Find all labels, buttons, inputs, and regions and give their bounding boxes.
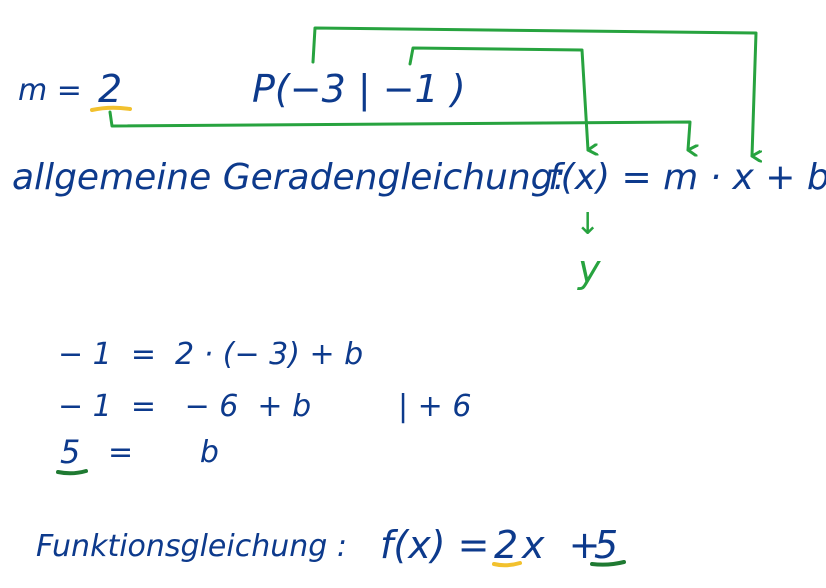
arrow-slope bbox=[108, 110, 690, 150]
function-intercept-underline bbox=[590, 560, 626, 567]
function-f-part: f(x) = bbox=[380, 523, 490, 567]
calc-result-value: 5 bbox=[60, 433, 81, 471]
calc-line-2: − 1 = − 6 + b bbox=[58, 389, 312, 424]
point-p: P(−3 | −1 ) bbox=[252, 67, 466, 111]
calc-result-underline bbox=[56, 469, 88, 476]
y-arrow: ↓ bbox=[575, 207, 601, 242]
y-label: y bbox=[578, 247, 601, 291]
calc-result-rest: = b bbox=[108, 435, 219, 470]
general-equation-formula: f(x) = m · x + b bbox=[548, 157, 826, 198]
function-intercept: 5 bbox=[594, 523, 619, 567]
function-slope-underline bbox=[492, 561, 522, 568]
arrow-x-coordinate bbox=[311, 26, 756, 156]
calc-operation: | + 6 bbox=[398, 389, 472, 424]
general-equation-label: allgemeine Geradengleichung: bbox=[12, 157, 566, 198]
slope-value: 2 bbox=[98, 67, 123, 111]
arrow-y-coordinate bbox=[408, 46, 588, 150]
function-x-plus: x + bbox=[522, 523, 601, 567]
function-equation-label: Funktionsgleichung : bbox=[36, 529, 347, 564]
function-slope: 2 bbox=[494, 523, 519, 567]
slope-label: m = bbox=[18, 73, 82, 108]
calc-line-1: − 1 = 2 · (− 3) + b bbox=[58, 337, 364, 372]
slope-underline bbox=[90, 105, 132, 112]
